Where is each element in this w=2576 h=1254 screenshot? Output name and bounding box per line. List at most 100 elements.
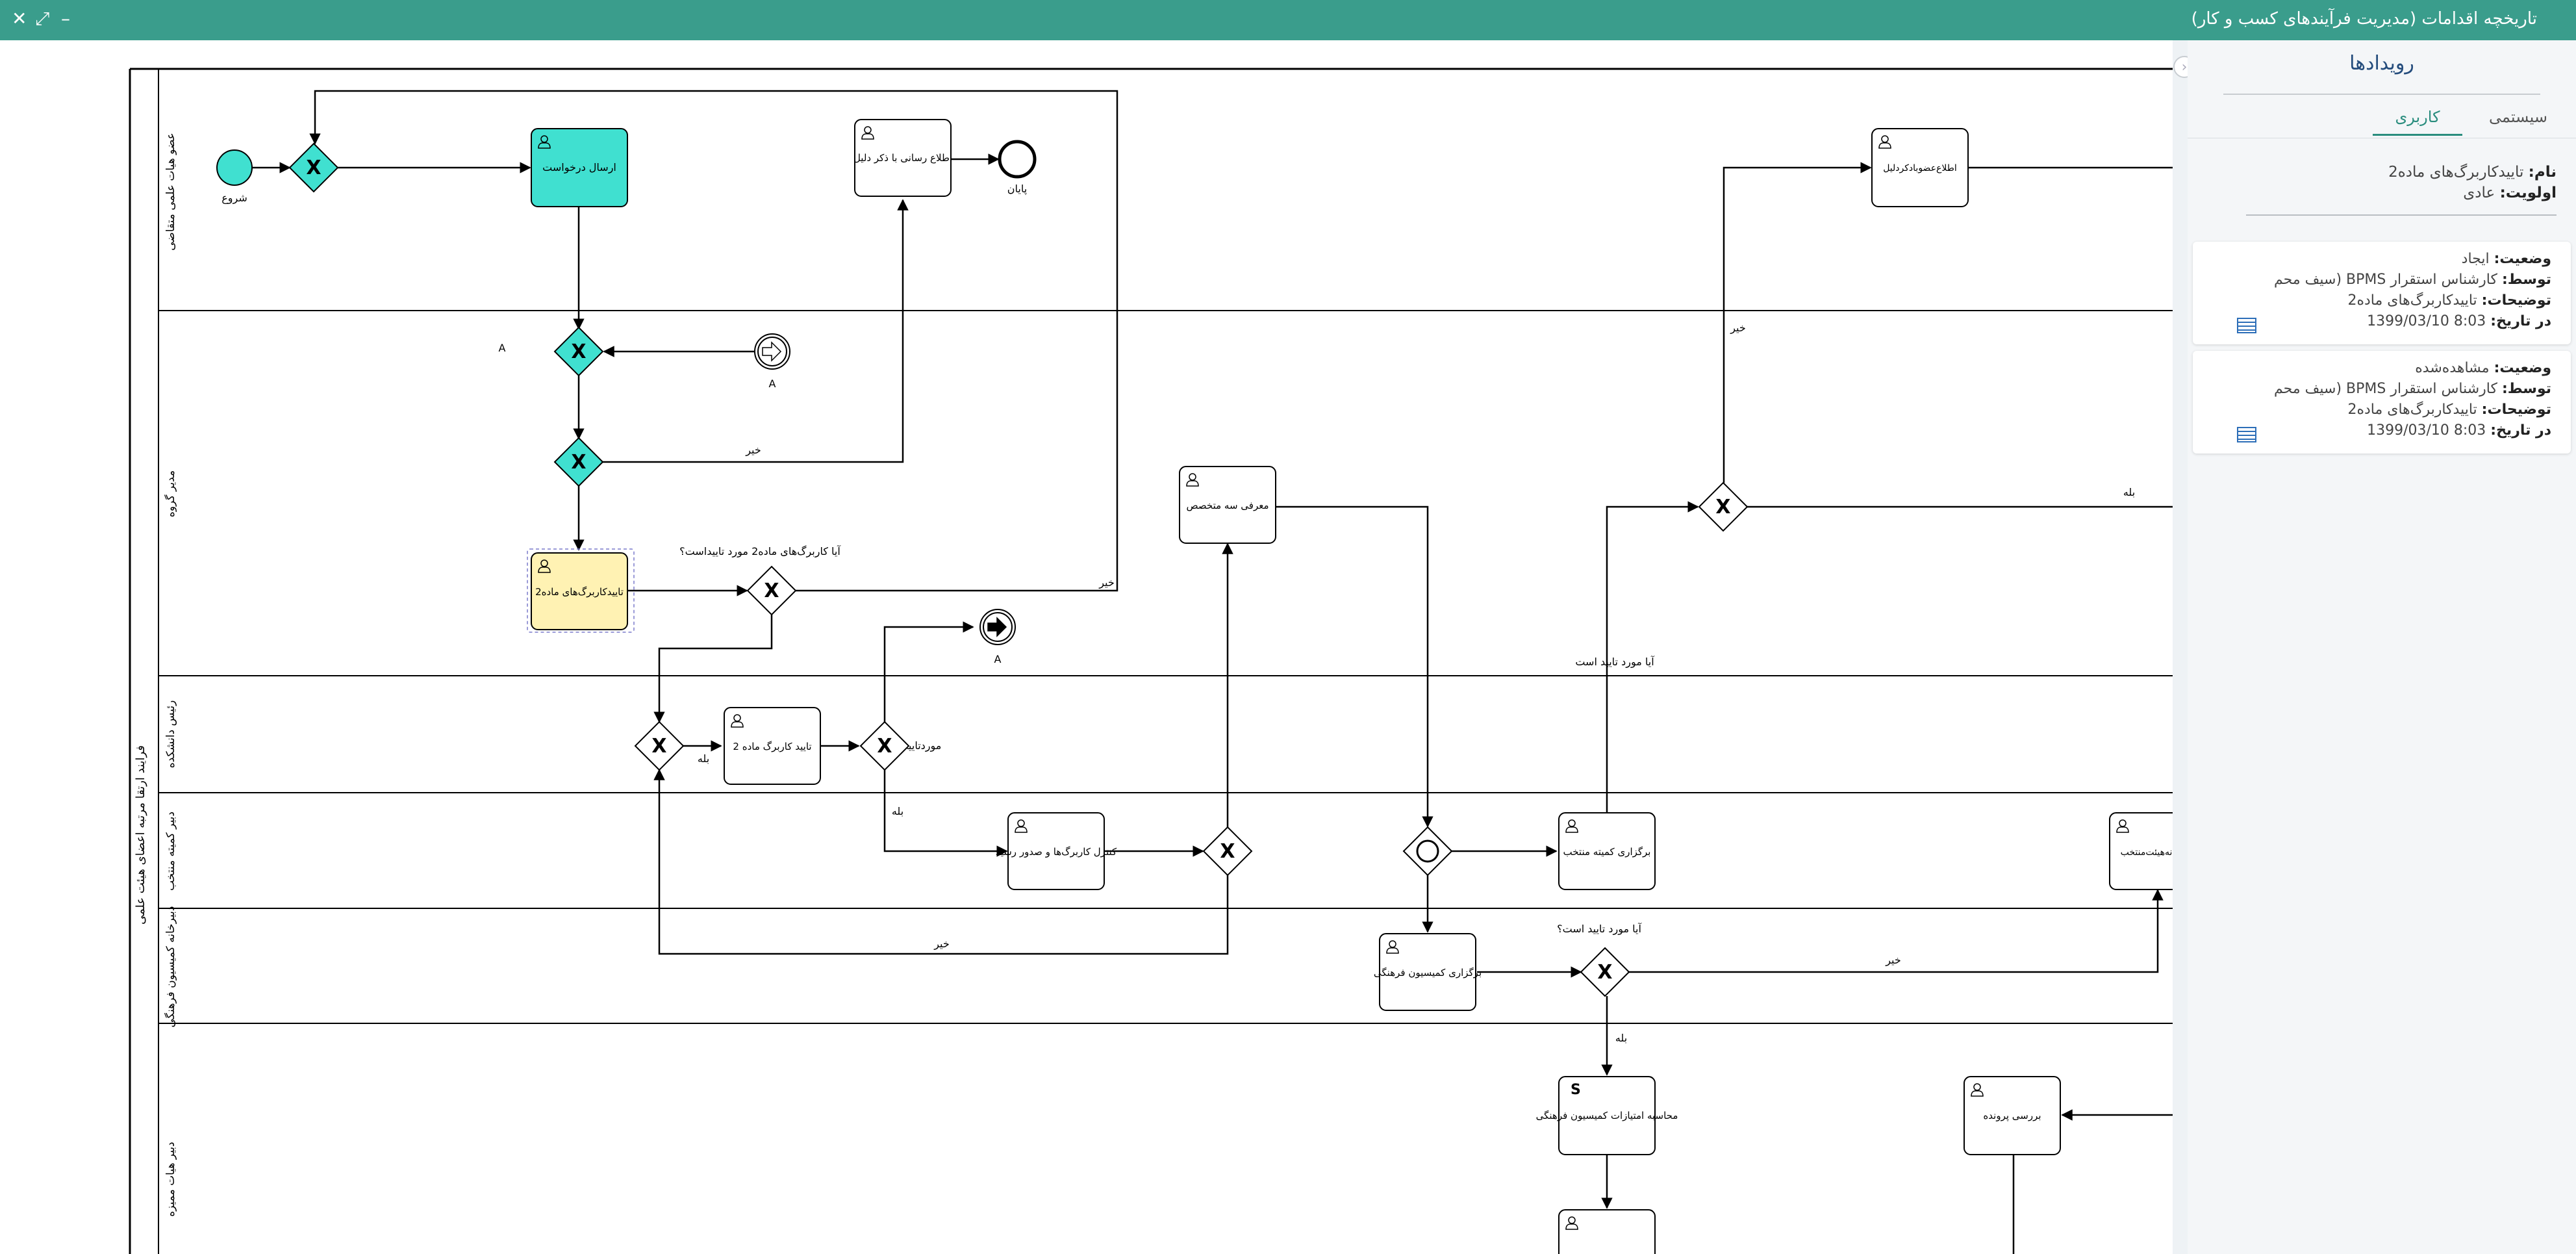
document-list-icon[interactable]	[2237, 427, 2256, 442]
flow-label-no: خیر	[1098, 576, 1115, 589]
event-desc: تاییدکاربرگ‌های ماده2	[2347, 292, 2477, 309]
document-list-icon[interactable]	[2237, 318, 2256, 333]
task-label: معرفی سه متخصص	[1187, 500, 1269, 511]
exclusive-gateway[interactable]: X	[1580, 947, 1630, 997]
flow-label-yes: بله	[892, 805, 903, 817]
svg-text:X: X	[1220, 840, 1235, 863]
gateway-question: آیا کاربرگ‌های ماده2 مورد تاییداست؟	[679, 545, 841, 558]
event-date-label: در تاریخ:	[2490, 422, 2551, 439]
task-notify-members[interactable]: اطلاع‌عضوبادکردلیل	[1871, 128, 1969, 207]
link-throw-event[interactable]: A	[979, 609, 1016, 665]
flow-label-yes: بله	[2123, 486, 2135, 498]
lane-separators	[158, 310, 2173, 1024]
event-status-row: وضعیت: مشاهده‌شده	[2415, 360, 2551, 376]
process-diagram-canvas[interactable]: فرایند ارتقا مرتبه اعضای هیئت علمی عضو ه…	[0, 40, 2173, 1254]
flow-label-approved: موردتایید	[903, 739, 942, 752]
task-hold-commission[interactable]: برگزاری کمیسیون فرهنگی	[1374, 933, 1482, 1011]
flow-label-no: خیر	[1885, 954, 1901, 967]
svg-text:X: X	[1715, 496, 1730, 518]
svg-text:X: X	[877, 735, 892, 758]
event-by-row: توسط: کارشناس استقرار BPMS (سیف محم	[2274, 272, 2551, 288]
event-desc-row: توضیحات: تاییدکاربرگ‌های ماده2	[2347, 402, 2551, 418]
task-label: کنترل کاربرگ‌ها و صدور رسید	[996, 846, 1117, 858]
task-calc-points[interactable]: S محاسبه امتیازات کمیسیون فرهنگی	[1536, 1076, 1678, 1155]
task-send-request[interactable]: ارسال درخواست	[531, 128, 628, 207]
task-label: تایید کاربرگ ماده 2	[733, 741, 811, 752]
event-status: ایجاد	[2461, 251, 2490, 267]
start-event[interactable]: شروع	[216, 149, 253, 205]
event-card: وضعیت: مشاهده‌شده توسط: کارشناس استقرار …	[2193, 351, 2571, 454]
event-date-label: در تاریخ:	[2490, 313, 2551, 329]
event-desc-label: توضیحات:	[2481, 292, 2551, 309]
side-link-label: A	[499, 342, 506, 354]
flow-label-no: خیر	[1730, 322, 1746, 335]
svg-text:S: S	[1571, 1082, 1581, 1098]
task-label: دبیرخانه‌هیئت‌منتخب	[2121, 847, 2173, 858]
end-event[interactable]: پایان	[998, 140, 1037, 196]
flow-label-yes: بله	[1615, 1032, 1627, 1044]
event-status-row: وضعیت: ایجاد	[2462, 251, 2551, 267]
expand-icon[interactable]: ⤢	[35, 8, 50, 29]
task-name-value: تاییدکاربرگ‌های ماده2	[2388, 164, 2524, 181]
tab-user[interactable]: کاربری	[2373, 105, 2462, 136]
svg-text:X: X	[571, 340, 586, 363]
lane-label-applicant: عضو هیات علمی متقاضی	[164, 133, 177, 251]
task-introduce-experts[interactable]: معرفی سه متخصص	[1179, 466, 1276, 544]
link-catch-label: A	[769, 377, 776, 390]
tab-system[interactable]: سیستمی	[2489, 108, 2547, 126]
exclusive-gateway[interactable]: X	[553, 437, 604, 487]
pool: فرایند ارتقا مرتبه اعضای هیئت علمی	[129, 68, 2173, 1254]
task-secretariat[interactable]: دبیرخانه‌هیئت‌منتخب	[2109, 812, 2173, 890]
svg-text:X: X	[651, 735, 666, 758]
event-date: 1399/03/10 8:03	[2367, 313, 2486, 329]
exclusive-gateway[interactable]: X	[634, 721, 685, 771]
info-divider	[2246, 214, 2557, 216]
link-catch-event[interactable]: A	[754, 333, 790, 390]
task-dean-approve-form2[interactable]: تایید کاربرگ ماده 2	[724, 707, 821, 785]
end-event-label: پایان	[1007, 183, 1027, 196]
exclusive-gateway[interactable]: X	[859, 721, 910, 771]
task-label: تاییدکاربرگ‌های ماده2	[535, 586, 624, 598]
task-priority-row: اولویت: عادی	[2463, 185, 2557, 201]
flow-label-yes: بله	[698, 752, 709, 765]
inclusive-gateway[interactable]	[1402, 826, 1453, 877]
event-status-label: وضعیت:	[2494, 360, 2551, 376]
gateway-question: آیا مورد تایید است؟	[1557, 923, 1642, 936]
event-date-row: در تاریخ: 1399/03/10 8:03	[2367, 422, 2551, 439]
event-date: 1399/03/10 8:03	[2367, 422, 2486, 439]
gateway-question: آیا مورد تایید است	[1575, 656, 1655, 669]
exclusive-gateway[interactable]: X	[746, 565, 797, 616]
close-icon[interactable]: ✕	[12, 8, 27, 29]
event-desc-label: توضیحات:	[2481, 402, 2551, 418]
task-label: ارسال درخواست	[542, 161, 616, 174]
panel-title: رویدادها	[2349, 52, 2414, 75]
lane-label-group-manager: مدیر گروه	[164, 470, 177, 517]
event-desc: تاییدکاربرگ‌های ماده2	[2347, 402, 2477, 418]
task-label: برگزاری کمیته منتخب	[1563, 846, 1651, 858]
minimize-icon[interactable]: –	[61, 8, 70, 29]
task-notify-with-reason[interactable]: اطلاع رسانی با ذکر دلیل	[853, 119, 952, 197]
start-event-label: شروع	[221, 192, 247, 205]
link-throw-label: A	[994, 653, 1002, 665]
exclusive-gateway[interactable]: X	[1698, 481, 1749, 532]
task-approve-form2[interactable]: تاییدکاربرگ‌های ماده2	[527, 548, 635, 633]
event-status-label: وضعیت:	[2494, 251, 2551, 267]
task-control-forms[interactable]: کنترل کاربرگ‌ها و صدور رسید	[996, 812, 1117, 890]
task-hold-committee[interactable]: برگزاری کمیته منتخب	[1558, 812, 1656, 890]
task-review-file[interactable]: بررسی پرونده	[1964, 1076, 2061, 1155]
exclusive-gateway[interactable]: X	[288, 142, 339, 193]
svg-text:X: X	[571, 451, 586, 474]
lane-label-commission-secretariat: دبیرخانه کمیسیون فرهنگی	[164, 906, 177, 1028]
lane-label-board-secretary: دبیر هیات ممیزه	[164, 1142, 177, 1216]
svg-text:X: X	[306, 157, 321, 179]
exclusive-gateway[interactable]: X	[1202, 826, 1253, 877]
svg-text:X: X	[1597, 961, 1612, 984]
task-name-label: نام:	[2528, 164, 2557, 181]
exclusive-gateway[interactable]: X	[553, 326, 604, 377]
lane-label-committee-secretary: دبیر کمیته منتخب	[164, 812, 177, 891]
event-by-label: توسط:	[2501, 381, 2551, 397]
event-status: مشاهده‌شده	[2415, 360, 2490, 376]
events-panel: رویدادها کاربری سیستمی نام: تاییدکاربرگ‌…	[2188, 40, 2576, 1254]
window-titlebar: ✕ ⤢ – تاریخچه اقدامات (مدیریت فرآیندهای …	[0, 0, 2576, 40]
task-partial-bottom[interactable]	[1558, 1209, 1656, 1254]
